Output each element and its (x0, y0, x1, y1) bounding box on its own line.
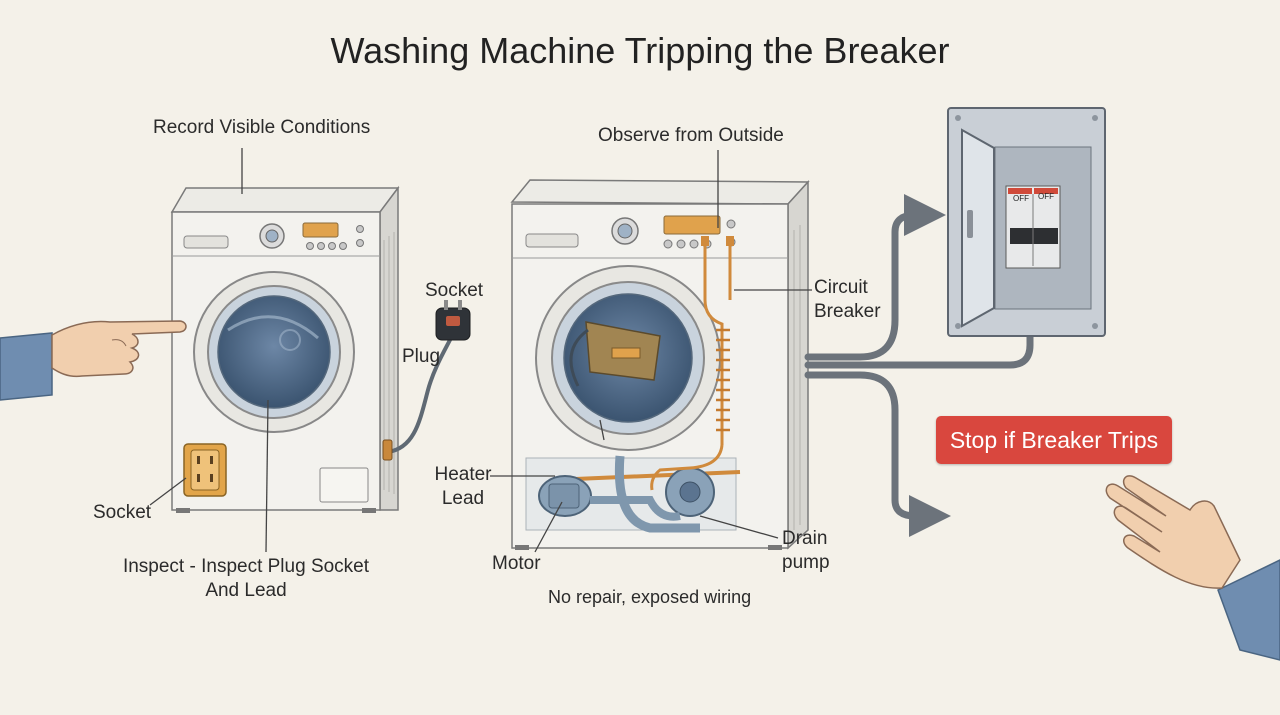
label-heater-line1: Heater (434, 464, 492, 485)
label-socket-left: Socket (93, 502, 152, 523)
cutaway-washing-machine (510, 179, 810, 550)
label-circuit-line1: Circuit (814, 277, 868, 298)
left-washing-machine (170, 185, 400, 513)
breaker-off-label-left: OFF (1013, 194, 1029, 203)
label-heater-line2: Lead (441, 488, 485, 509)
label-circuit-line2: Breaker (814, 301, 881, 322)
leader-lines (149, 148, 812, 553)
label-socket-top: Socket (425, 280, 484, 301)
label-drain-line1: Drain (782, 528, 828, 549)
label-inspect-line2: And Lead (205, 580, 287, 601)
internal-wiring (650, 236, 734, 491)
label-circuit-breaker: Circuit Breaker (814, 276, 881, 324)
diagram-title: Washing Machine Tripping the Breaker (330, 30, 950, 71)
label-motor: Motor (492, 553, 541, 574)
breaker-panel-icon (947, 107, 1106, 337)
label-drain-pump: Drain pump (782, 527, 830, 575)
label-drain-line2: pump (782, 552, 830, 573)
label-record-visible-conditions: Record Visible Conditions (153, 117, 371, 138)
label-no-repair: No repair, exposed wiring (548, 587, 752, 607)
label-observe-from-outside: Observe from Outside (598, 125, 784, 146)
wall-outlet-icon (183, 443, 227, 497)
pointing-hand-icon (0, 320, 187, 401)
label-inspect: Inspect - Inspect Plug Socket And Lead (116, 555, 376, 603)
plug-icon (382, 300, 471, 461)
stop-if-breaker-trips-button[interactable]: Stop if Breaker Trips (936, 416, 1172, 464)
label-inspect-line1: Inspect - Inspect Plug Socket (122, 556, 370, 577)
breaker-off-label-right: OFF (1038, 192, 1054, 201)
label-plug: Plug (402, 346, 441, 367)
label-heater-lead: Heater Lead (430, 463, 496, 511)
raised-hand-icon (1105, 475, 1280, 661)
arrow-icon (804, 194, 1034, 537)
